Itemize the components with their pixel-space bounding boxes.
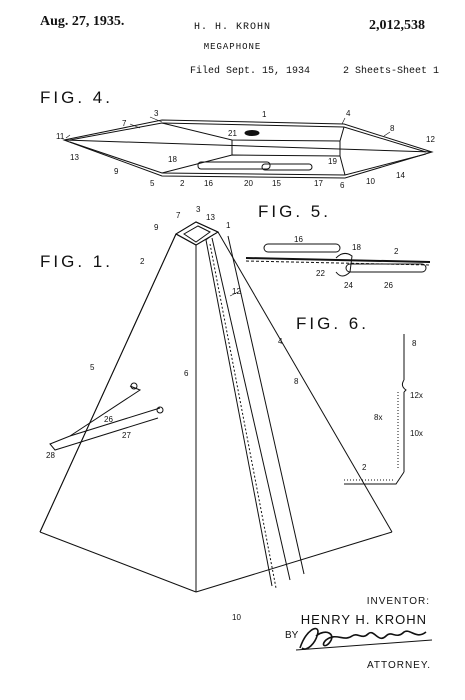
ref-numeral: 6 xyxy=(340,181,345,190)
ref-numeral: 5 xyxy=(150,179,155,188)
ref-numeral: 9 xyxy=(154,223,159,232)
ref-numeral: 18 xyxy=(168,155,177,164)
ref-numeral: 4 xyxy=(346,109,351,118)
ref-numeral: 12 xyxy=(232,287,241,296)
ref-numeral: 1 xyxy=(226,221,231,230)
ref-numeral: 8 xyxy=(294,377,299,386)
ref-numeral: 3 xyxy=(154,109,159,118)
ref-numeral: 6 xyxy=(184,369,189,378)
ref-numeral: 17 xyxy=(314,179,323,188)
filed-date: Filed Sept. 15, 1934 xyxy=(190,66,311,77)
fig1-label: FIG. 1. xyxy=(40,252,113,271)
fig6-refs: 8 12x 8x 10x 2 xyxy=(362,339,423,472)
fig1-refs: 9 7 3 13 1 2 12 5 4 6 8 26 27 28 10 xyxy=(46,205,299,622)
ref-numeral: 28 xyxy=(46,451,55,460)
ref-numeral: 26 xyxy=(384,281,393,290)
ref-numeral: 22 xyxy=(316,269,325,278)
ref-numeral: 20 xyxy=(244,179,253,188)
ref-numeral: 2 xyxy=(140,257,145,266)
patent-title: MEGAPHONE xyxy=(203,42,262,52)
fig5-refs: 16 18 2 22 24 26 xyxy=(294,235,399,290)
ref-numeral: 16 xyxy=(204,179,213,188)
ref-numeral: 9 xyxy=(114,167,119,176)
by-label: BY xyxy=(285,630,299,641)
ref-numeral: 8 xyxy=(412,339,417,348)
ref-numeral: 7 xyxy=(176,211,181,220)
ref-numeral: 5 xyxy=(90,363,95,372)
fig4-drawing xyxy=(62,119,434,179)
ref-numeral: 7 xyxy=(122,119,127,128)
ref-numeral: 3 xyxy=(196,205,201,214)
ref-numeral: 12x xyxy=(410,391,423,400)
fig4-label: FIG. 4. xyxy=(40,88,113,107)
fig4-refs: 1 3 4 7 8 11 12 13 9 18 21 19 5 2 16 20 … xyxy=(56,109,435,190)
fig5-label: FIG. 5. xyxy=(258,202,331,221)
ref-numeral: 1 xyxy=(262,110,267,119)
ref-numeral: 10 xyxy=(232,613,241,622)
ref-numeral: 16 xyxy=(294,235,303,244)
ref-numeral: 2 xyxy=(394,247,399,256)
sheet-indicator: 2 Sheets-Sheet 1 xyxy=(343,66,440,77)
ref-numeral: 8x xyxy=(374,413,382,422)
attorney-signature xyxy=(295,627,433,651)
ref-numeral: 19 xyxy=(328,157,337,166)
ref-numeral: 13 xyxy=(206,213,215,222)
inventor-name: HENRY H. KROHN xyxy=(300,612,427,627)
ref-numeral: 24 xyxy=(344,281,353,290)
ref-numeral: 27 xyxy=(122,431,131,440)
inventor-label: INVENTOR: xyxy=(366,596,430,607)
fig6-label: FIG. 6. xyxy=(296,314,369,333)
inventor-header: H. H. KROHN xyxy=(193,22,271,33)
fig6-drawing xyxy=(344,334,407,485)
ref-numeral: 10 xyxy=(366,177,375,186)
ref-numeral: 26 xyxy=(104,415,113,424)
ref-numeral: 18 xyxy=(352,243,361,252)
ref-numeral: 12 xyxy=(426,135,435,144)
ref-numeral: 13 xyxy=(70,153,79,162)
ref-numeral: 14 xyxy=(396,171,405,180)
ref-numeral: 2 xyxy=(180,179,185,188)
attorney-label: ATTORNEY. xyxy=(366,660,431,671)
ref-numeral: 10x xyxy=(410,429,423,438)
fig5-drawing xyxy=(245,243,431,277)
ref-numeral: 21 xyxy=(228,129,237,138)
patent-number: 2,012,538 xyxy=(369,18,425,33)
ref-numeral: 8 xyxy=(390,124,395,133)
ref-numeral: 4 xyxy=(278,337,283,346)
ref-numeral: 15 xyxy=(272,179,281,188)
ref-numeral: 2 xyxy=(362,463,367,472)
ref-numeral: 11 xyxy=(56,132,65,141)
fig1-drawing xyxy=(39,221,393,593)
patent-date: Aug. 27, 1935. xyxy=(40,14,125,29)
